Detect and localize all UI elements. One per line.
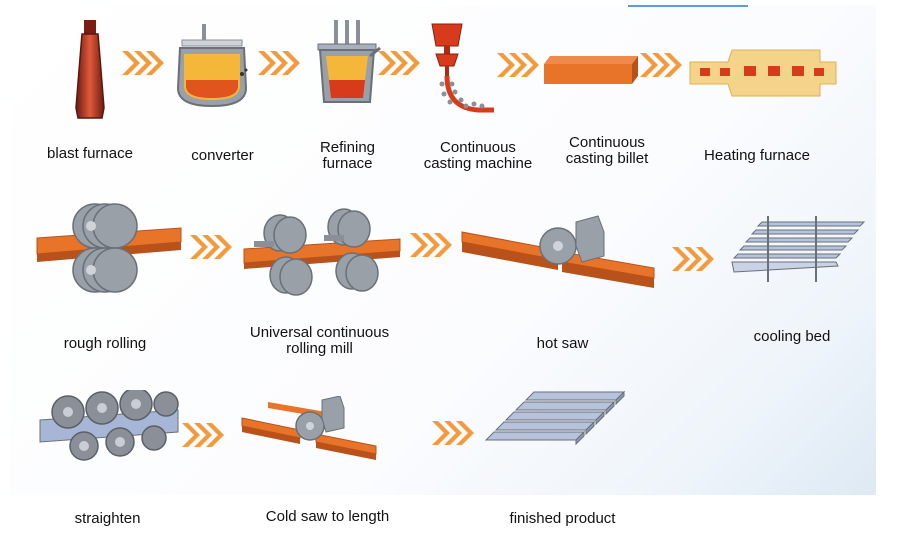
hot-saw-illustration	[461, 215, 655, 288]
cooling-bed-illustration	[731, 216, 866, 282]
flow-arrow-1	[122, 51, 164, 75]
label-heating-furnace: Heating furnace	[704, 147, 810, 164]
flow-arrow-6	[190, 235, 232, 259]
label-finished-product: finished product	[509, 510, 616, 527]
flow-arrow-10	[432, 421, 474, 445]
casting-billet-illustration	[544, 56, 638, 84]
top-accent-line	[628, 5, 748, 7]
universal-rolling-mill-illustration	[243, 208, 401, 296]
label-cooling-bed: cooling bed	[753, 328, 831, 345]
label-converter: converter	[191, 147, 254, 164]
flow-arrow-3	[378, 51, 420, 75]
flow-arrow-5	[640, 53, 682, 77]
blast-furnace-illustration	[75, 20, 105, 119]
finished-product-illustration	[484, 390, 626, 446]
label-hot-saw: hot saw	[536, 335, 589, 352]
rough-rolling-illustration	[36, 203, 182, 293]
label-cold-saw-to-length: Cold saw to length	[265, 508, 390, 525]
flow-arrow-4	[497, 53, 539, 77]
converter-illustration	[176, 24, 248, 108]
label-blast-furnace: blast furnace	[47, 145, 133, 162]
label-straighten: straighten	[74, 510, 141, 527]
flow-arrow-9	[182, 423, 224, 447]
refining-furnace-illustration	[317, 20, 381, 103]
flow-arrow-8	[672, 247, 714, 271]
heating-furnace-illustration	[689, 49, 837, 97]
casting-machine-illustration	[431, 23, 494, 113]
flow-arrow-2	[258, 51, 300, 75]
flow-arrow-7	[410, 233, 452, 257]
cold-saw-illustration	[241, 396, 377, 460]
straighten-illustration	[39, 390, 179, 461]
label-rough-rolling: rough rolling	[63, 335, 147, 352]
